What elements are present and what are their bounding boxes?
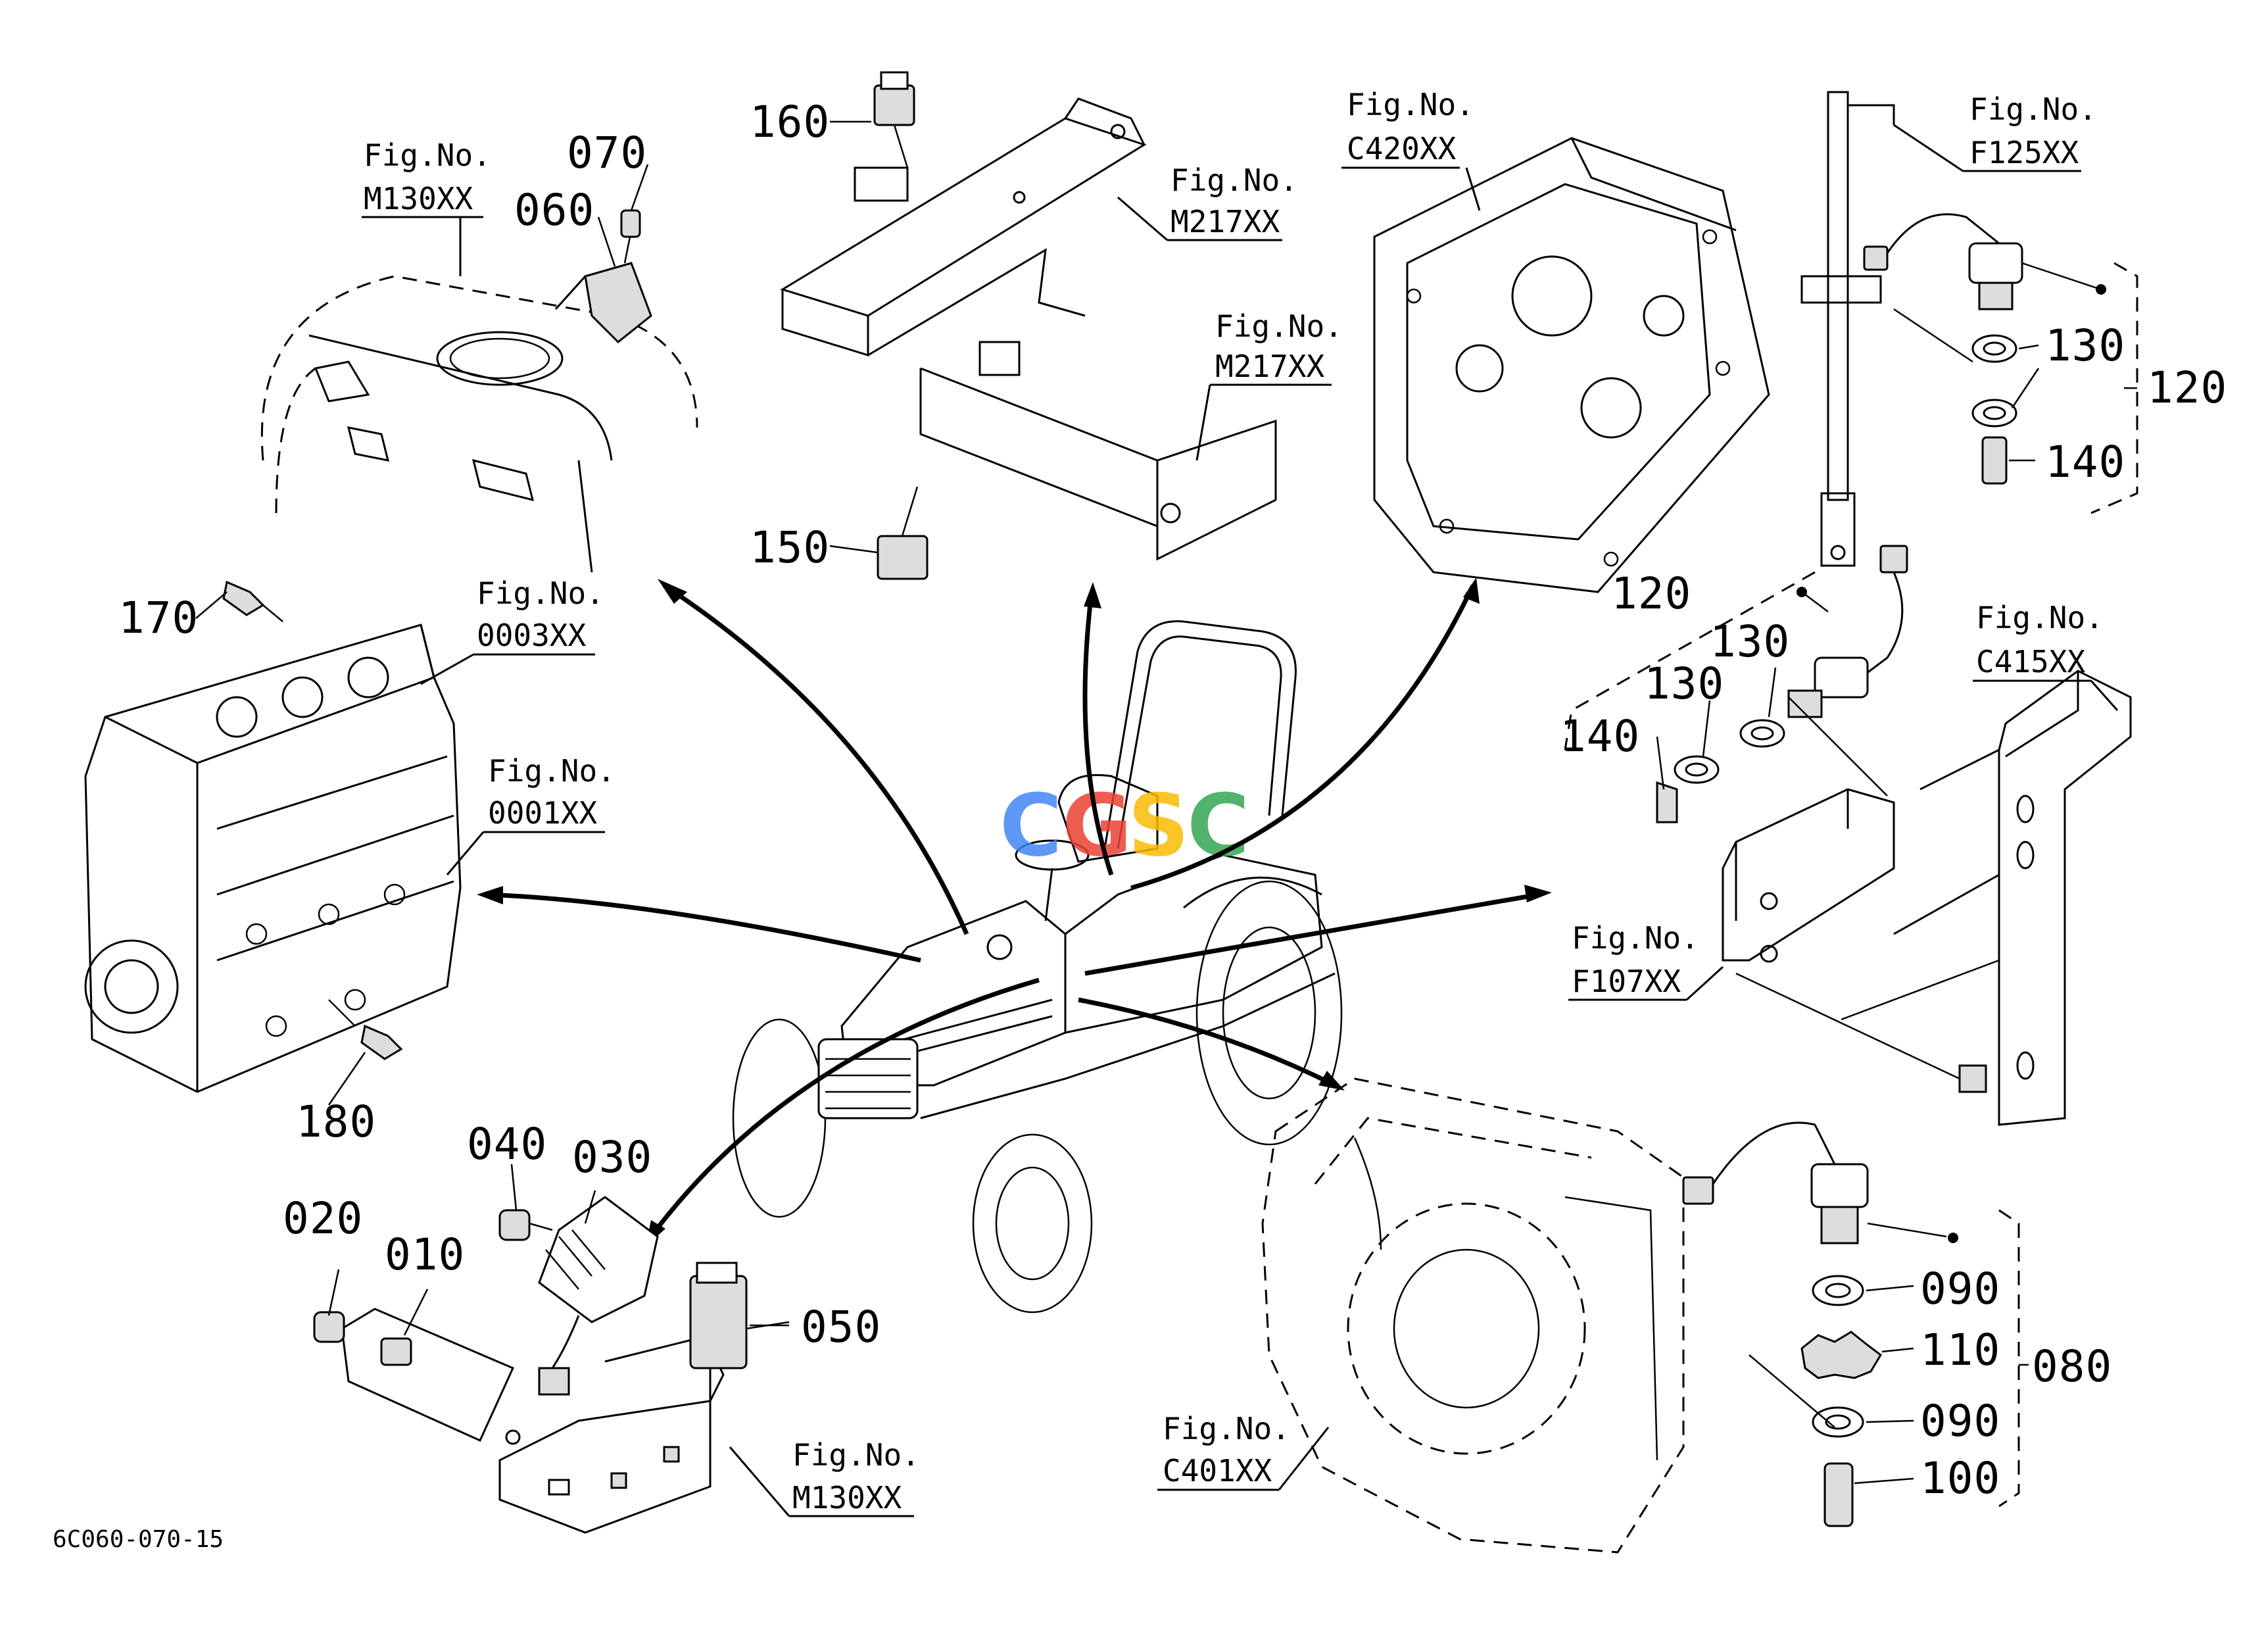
- fig-ref-label: Fig.No.: [1347, 87, 1474, 122]
- part-label-010: 010: [385, 1229, 465, 1280]
- fig-ref-label: Fig.No.: [488, 753, 615, 789]
- fig-ref-code: 0001XX: [488, 795, 597, 831]
- part-label-170: 170: [118, 593, 199, 643]
- frame-bracket-group: [1564, 545, 2132, 1126]
- fig-ref-label: Fig.No.: [477, 576, 604, 611]
- part-label-120-mid: 120: [1611, 568, 1691, 619]
- controller-bracket-group: [313, 1196, 790, 1534]
- fig-ref-code: M130XX: [364, 181, 473, 216]
- fig-ref-code: F107XX: [1572, 964, 1681, 999]
- part-label-140-top: 140: [2045, 437, 2125, 487]
- svg-text:S: S: [1128, 775, 1190, 875]
- transmission-case-group: [1373, 137, 1770, 593]
- figure-reference-labels: Fig.No. M130XX Fig.No. M217XX Fig.No. M2…: [364, 87, 2104, 1515]
- fig-ref-code: C420XX: [1347, 131, 1456, 166]
- part-label-150: 150: [750, 522, 830, 573]
- fig-ref-code: M217XX: [1215, 349, 1324, 384]
- part-label-030: 030: [572, 1132, 652, 1183]
- fig-ref-label: Fig.No.: [364, 137, 491, 173]
- part-label-110: 110: [1920, 1325, 2000, 1375]
- hood-panel-group: [260, 209, 698, 573]
- part-label-070: 070: [567, 128, 647, 178]
- part-label-080: 080: [2032, 1341, 2112, 1392]
- fig-ref-label: Fig.No.: [1976, 600, 2104, 635]
- part-label-130-mid-left: 130: [1644, 658, 1724, 709]
- leader-arrows: [477, 578, 1552, 1246]
- fig-ref-label: Fig.No.: [1170, 162, 1298, 198]
- leader-lines: [195, 120, 2137, 1517]
- fig-ref-label: Fig.No.: [1969, 91, 2097, 127]
- svg-text:C: C: [1187, 775, 1249, 875]
- part-label-130-top: 130: [2045, 320, 2125, 371]
- drawing-code: 6C060-070-15: [53, 1526, 224, 1553]
- fig-ref-label: Fig.No.: [1572, 920, 1699, 956]
- fig-ref-code: M217XX: [1170, 204, 1280, 239]
- fig-ref-code: C401XX: [1163, 1453, 1272, 1488]
- watermark: C G S C: [1000, 775, 1249, 875]
- bracket-group: [780, 71, 1277, 580]
- part-label-100: 100: [1920, 1453, 2000, 1504]
- clutch-housing-group: [1261, 1077, 2020, 1554]
- part-label-090-lower: 090: [1920, 1396, 2000, 1446]
- part-label-160: 160: [750, 97, 830, 147]
- part-number-labels: 160 150 070 060 170 180 040 030 020 010 …: [118, 97, 2227, 1504]
- part-label-120-top: 120: [2147, 362, 2227, 413]
- engine-group: [84, 580, 462, 1093]
- fig-ref-code: F125XX: [1969, 135, 2079, 170]
- fig-ref-code: M130XX: [792, 1480, 902, 1515]
- part-label-180: 180: [296, 1096, 376, 1147]
- fig-ref-label: Fig.No.: [792, 1437, 920, 1473]
- tractor-illustration: [732, 620, 1343, 1314]
- part-label-130-mid-right: 130: [1710, 616, 1790, 667]
- fig-ref-label: Fig.No.: [1215, 308, 1343, 344]
- part-label-050: 050: [801, 1302, 881, 1352]
- part-label-020: 020: [283, 1193, 363, 1244]
- part-label-140-mid: 140: [1560, 711, 1640, 762]
- fig-ref-label: Fig.No.: [1163, 1411, 1290, 1446]
- fig-ref-code: C415XX: [1976, 644, 2085, 679]
- part-label-040: 040: [467, 1119, 547, 1169]
- fig-ref-code: 0003XX: [477, 618, 586, 653]
- rod-switch-group: [1800, 91, 2138, 567]
- part-label-060: 060: [514, 185, 594, 235]
- part-label-090-upper: 090: [1920, 1264, 2000, 1314]
- svg-text:C: C: [1000, 775, 1062, 875]
